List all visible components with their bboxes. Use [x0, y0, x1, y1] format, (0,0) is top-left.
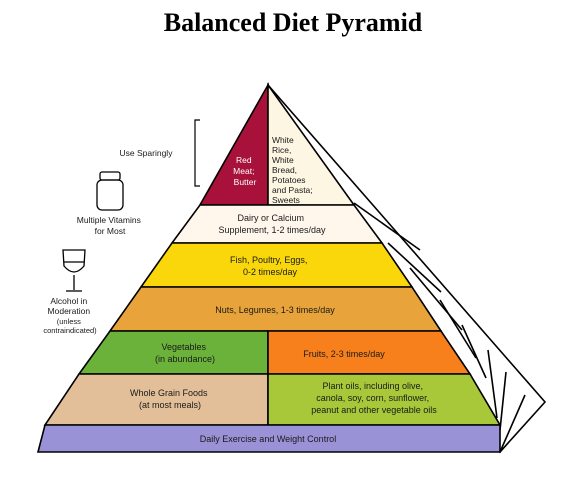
- alcohol-label: Alcohol in Moderation (unless contraindi…: [43, 296, 97, 335]
- nuts-label: Nuts, Legumes, 1-3 times/day: [215, 305, 335, 315]
- use-sparingly-bracket: [194, 119, 200, 187]
- tier-exercise: [36, 424, 501, 453]
- fish-label: Fish, Poultry, Eggs, 0-2 times/day: [230, 255, 310, 277]
- vitamin-bottle-icon: [96, 171, 124, 211]
- tier-red-meat: [198, 81, 269, 206]
- wine-glass-icon: [62, 249, 86, 292]
- pyramid-front: [36, 81, 502, 453]
- grains-label: Whole Grain Foods (at most meals): [130, 388, 210, 410]
- white-foods-label: White Rice, White Bread, Potatoes and Pa…: [272, 135, 315, 205]
- vegetables-label: Vegetables (in abundance): [155, 342, 215, 364]
- page-title: Balanced Diet Pyramid: [163, 8, 423, 37]
- use-sparingly-label: Use Sparingly: [120, 148, 174, 158]
- fruits-label: Fruits, 2-3 times/day: [303, 349, 385, 359]
- dairy-label: Dairy or Calcium Supplement, 1-2 times/d…: [218, 213, 326, 235]
- tier-fish: [139, 242, 414, 288]
- oils-label: Plant oils, including olive, canola, soy…: [311, 381, 437, 415]
- tier-dairy: [170, 204, 384, 244]
- red-meat-label: Red Meat; Butter: [233, 155, 257, 187]
- tier-vegetables: [77, 330, 269, 375]
- exercise-label: Daily Exercise and Weight Control: [200, 434, 336, 444]
- vitamins-label: Multiple Vitamins for Most: [77, 215, 143, 236]
